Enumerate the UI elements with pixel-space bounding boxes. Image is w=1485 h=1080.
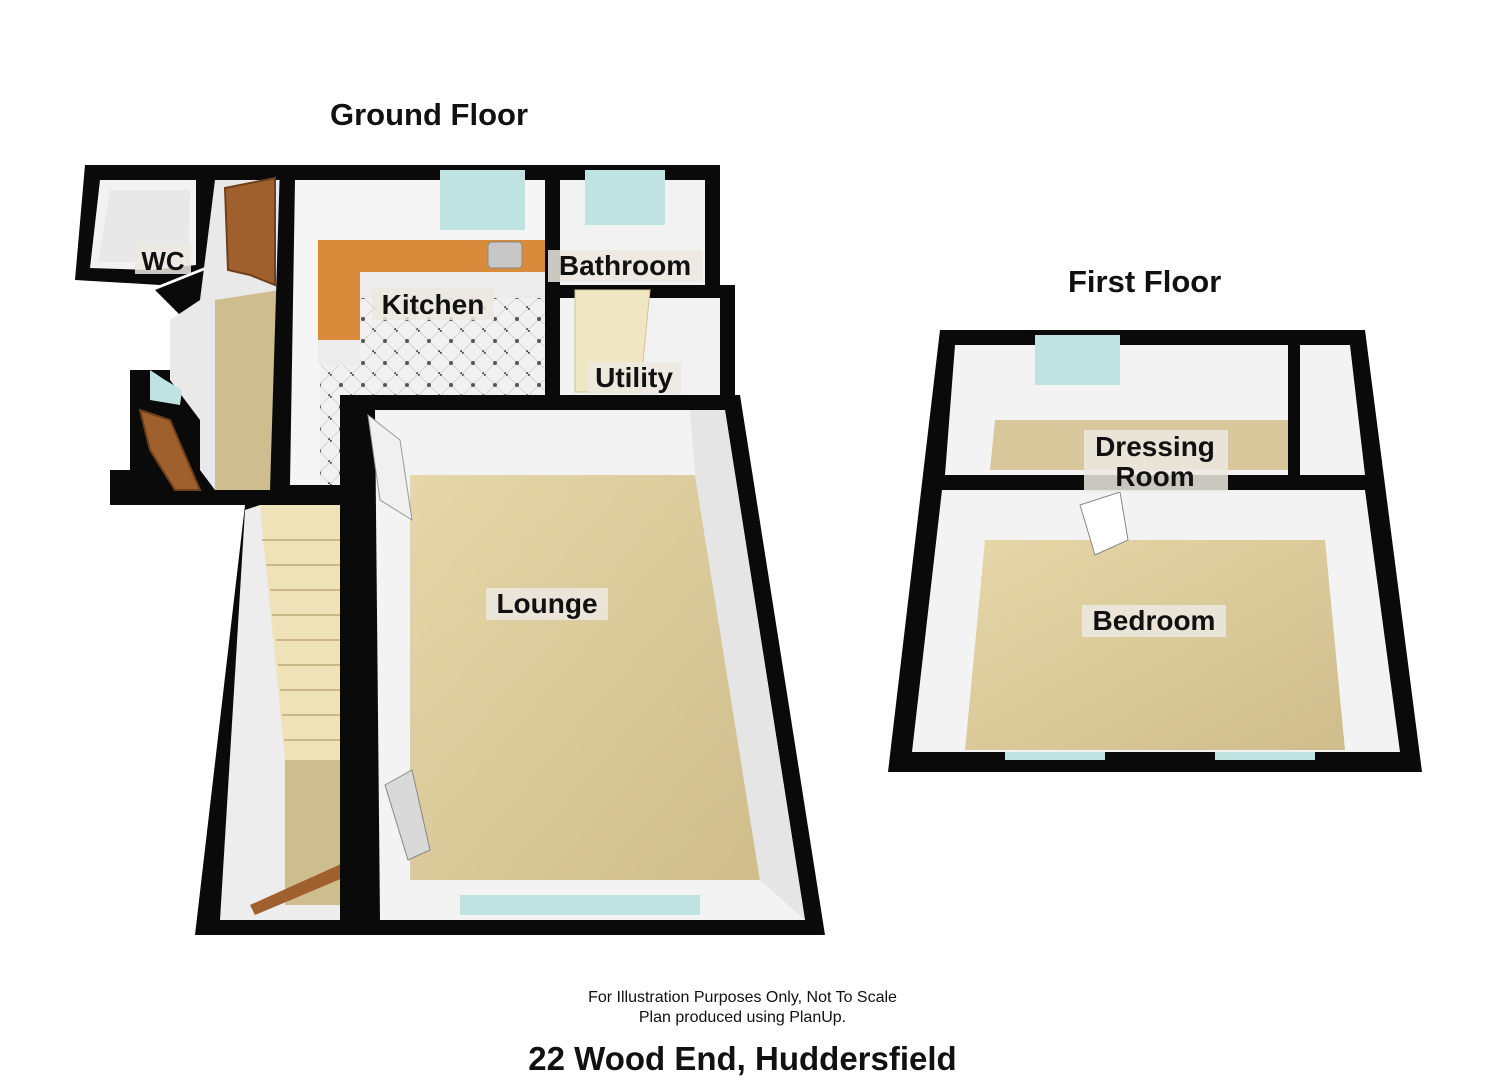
bedroom-door-icon xyxy=(1079,491,1129,556)
hallway xyxy=(110,165,290,505)
lounge-label: Lounge xyxy=(496,588,597,619)
dressing-room-window xyxy=(1035,335,1120,385)
side-door-icon xyxy=(138,408,202,491)
lounge-room xyxy=(340,395,825,935)
staircase xyxy=(260,505,355,760)
disclaimer-line-1: For Illustration Purposes Only, Not To S… xyxy=(588,989,897,1006)
first-floor-plan xyxy=(888,330,1422,772)
ground-floor-plan xyxy=(75,165,825,935)
sink-icon xyxy=(487,241,523,269)
room-labels: WC Kitchen Bathroom Utility Lounge Dress… xyxy=(135,244,1228,637)
radiator-icon xyxy=(384,769,431,861)
stair-door-icon xyxy=(250,860,350,915)
front-door-icon xyxy=(223,176,276,287)
disclaimer-note: For Illustration Purposes Only, Not To S… xyxy=(0,988,1485,1028)
bathroom-label: Bathroom xyxy=(559,250,691,281)
dressing-room-label-line1: Dressing xyxy=(1095,431,1215,462)
bedroom-label: Bedroom xyxy=(1093,605,1216,636)
kitchen-label: Kitchen xyxy=(382,289,485,320)
ground-floor-title: Ground Floor xyxy=(330,97,529,132)
dressing-room-label-line2: Room xyxy=(1115,461,1194,492)
stairs-area xyxy=(195,490,365,935)
property-address: 22 Wood End, Huddersfield xyxy=(528,1040,957,1077)
first-floor-title: First Floor xyxy=(1068,264,1222,299)
lounge-window xyxy=(460,895,700,915)
disclaimer-line-2: Plan produced using PlanUp. xyxy=(638,1009,847,1026)
wc-label: WC xyxy=(141,246,185,276)
utility-label: Utility xyxy=(595,362,673,393)
bathroom-window xyxy=(585,170,665,225)
kitchen-window xyxy=(440,170,525,230)
